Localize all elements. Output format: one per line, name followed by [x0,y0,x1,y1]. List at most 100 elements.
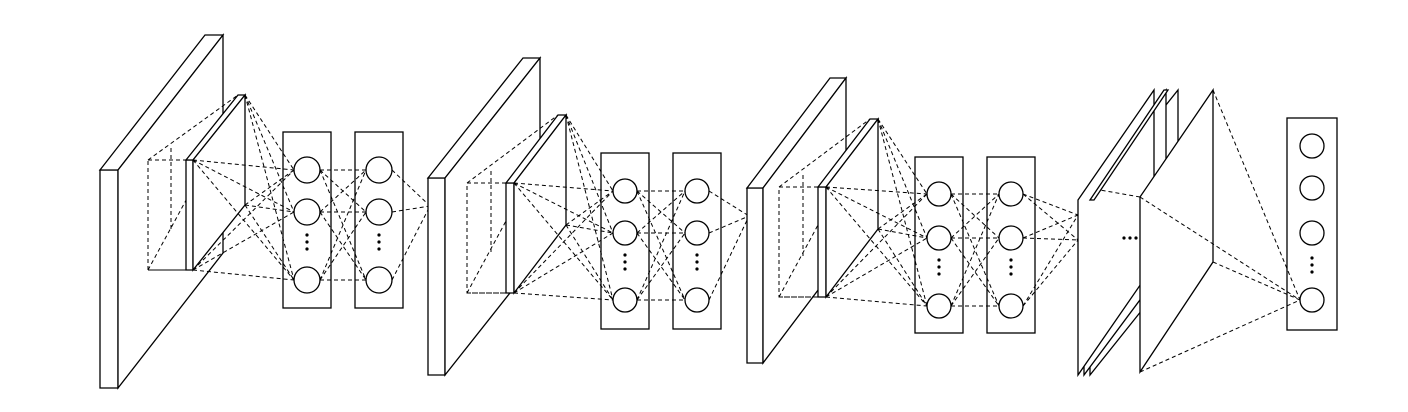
neuron-node [684,178,710,204]
connection-line [565,114,614,192]
connection-line [825,186,928,239]
connection-line [192,269,295,281]
connection-line [319,169,367,281]
ellipsis-dot [1009,265,1013,269]
connection-line [708,190,750,217]
neuron-node [365,156,393,184]
conv-feature-map [184,93,247,272]
connection-line [636,190,686,301]
ellipsis-dot [305,233,309,237]
connection-line [565,224,614,301]
ellipsis-dot [1128,236,1132,240]
slab-front-face [185,159,194,271]
ellipsis-dot [937,258,941,262]
connection-line [192,211,295,271]
connection-line [565,224,614,234]
connection-line [244,169,295,206]
connection-line [636,190,686,234]
ellipsis-dot [377,233,381,237]
neuron-node [612,178,638,204]
connection-line [1139,196,1301,301]
connection-line [950,193,1000,307]
connection-line [877,228,928,307]
neuron-node [998,181,1024,207]
connection-line [244,94,295,281]
connection-line [513,292,614,301]
connection-line [244,94,295,171]
conv-feature-map [504,113,568,295]
neuron-node [293,198,321,226]
connection-line [825,186,928,307]
connection-line [950,193,1000,239]
neuron-node [293,266,321,294]
connection-line [1212,261,1301,301]
connection-line [1022,239,1079,307]
ellipsis-dot [695,260,699,264]
ellipsis-dot [623,253,627,257]
neuron-node [684,220,710,246]
neuron-node [293,156,321,184]
slab-front-face [427,177,446,376]
connection-line [1212,89,1301,301]
conv-stage-1 [98,33,431,390]
neuron-node [365,198,393,226]
connection-line [513,190,614,294]
projection-line [778,118,871,188]
connection-line [244,204,295,281]
connection-line [825,186,928,195]
connection-line [244,204,295,213]
ellipsis-dot [377,247,381,251]
ellipsis-dot [377,240,381,244]
slab-front-face [746,187,764,364]
connection-line [877,193,928,230]
neuron-node [365,266,393,294]
projection-line [147,94,239,161]
connection-line [192,159,295,213]
connection-line [950,193,1000,239]
slab-front-face [505,182,515,294]
slab-front-face [99,169,119,389]
conv-stage-2 [426,56,750,377]
connection-line [192,159,295,171]
ellipsis-dot [305,247,309,251]
feature-map-edge [1088,89,1170,201]
projection-line [778,128,871,298]
connection-line [565,114,614,234]
connection-line [513,182,614,192]
conv-stage-3 [745,76,1079,365]
connection-line [1022,214,1079,239]
output-neuron [1299,133,1325,159]
output-layer [1139,89,1338,373]
neuron-node [998,225,1024,251]
ellipsis-dot [1310,263,1314,267]
input-feature-map [426,56,542,377]
ellipsis-dot [695,267,699,271]
connection-line [825,193,928,298]
neuron-node [998,293,1024,319]
connection-line [565,190,614,226]
connection-line [1022,193,1079,216]
connection-line [877,228,928,239]
neuron-node [612,220,638,246]
connection-line [513,182,614,301]
projection-line [466,114,559,184]
connection-line [565,114,614,301]
neuron-node [926,225,952,251]
ellipsis-dot [305,240,309,244]
neuron-node [926,293,952,319]
connection-line [1139,299,1301,373]
connection-line [513,182,614,234]
ellipsis-dot [1009,258,1013,262]
output-neuron [1299,220,1325,246]
connection-line [708,215,750,301]
connection-line [877,118,928,195]
output-neuron [1299,175,1325,201]
ellipsis-dot [1009,272,1013,276]
input-feature-map [745,76,848,365]
connection-line [825,296,928,307]
neuron-node [684,287,710,313]
connection-line [950,193,1000,307]
ellipsis-dot [1310,256,1314,260]
neuron-node [612,287,638,313]
